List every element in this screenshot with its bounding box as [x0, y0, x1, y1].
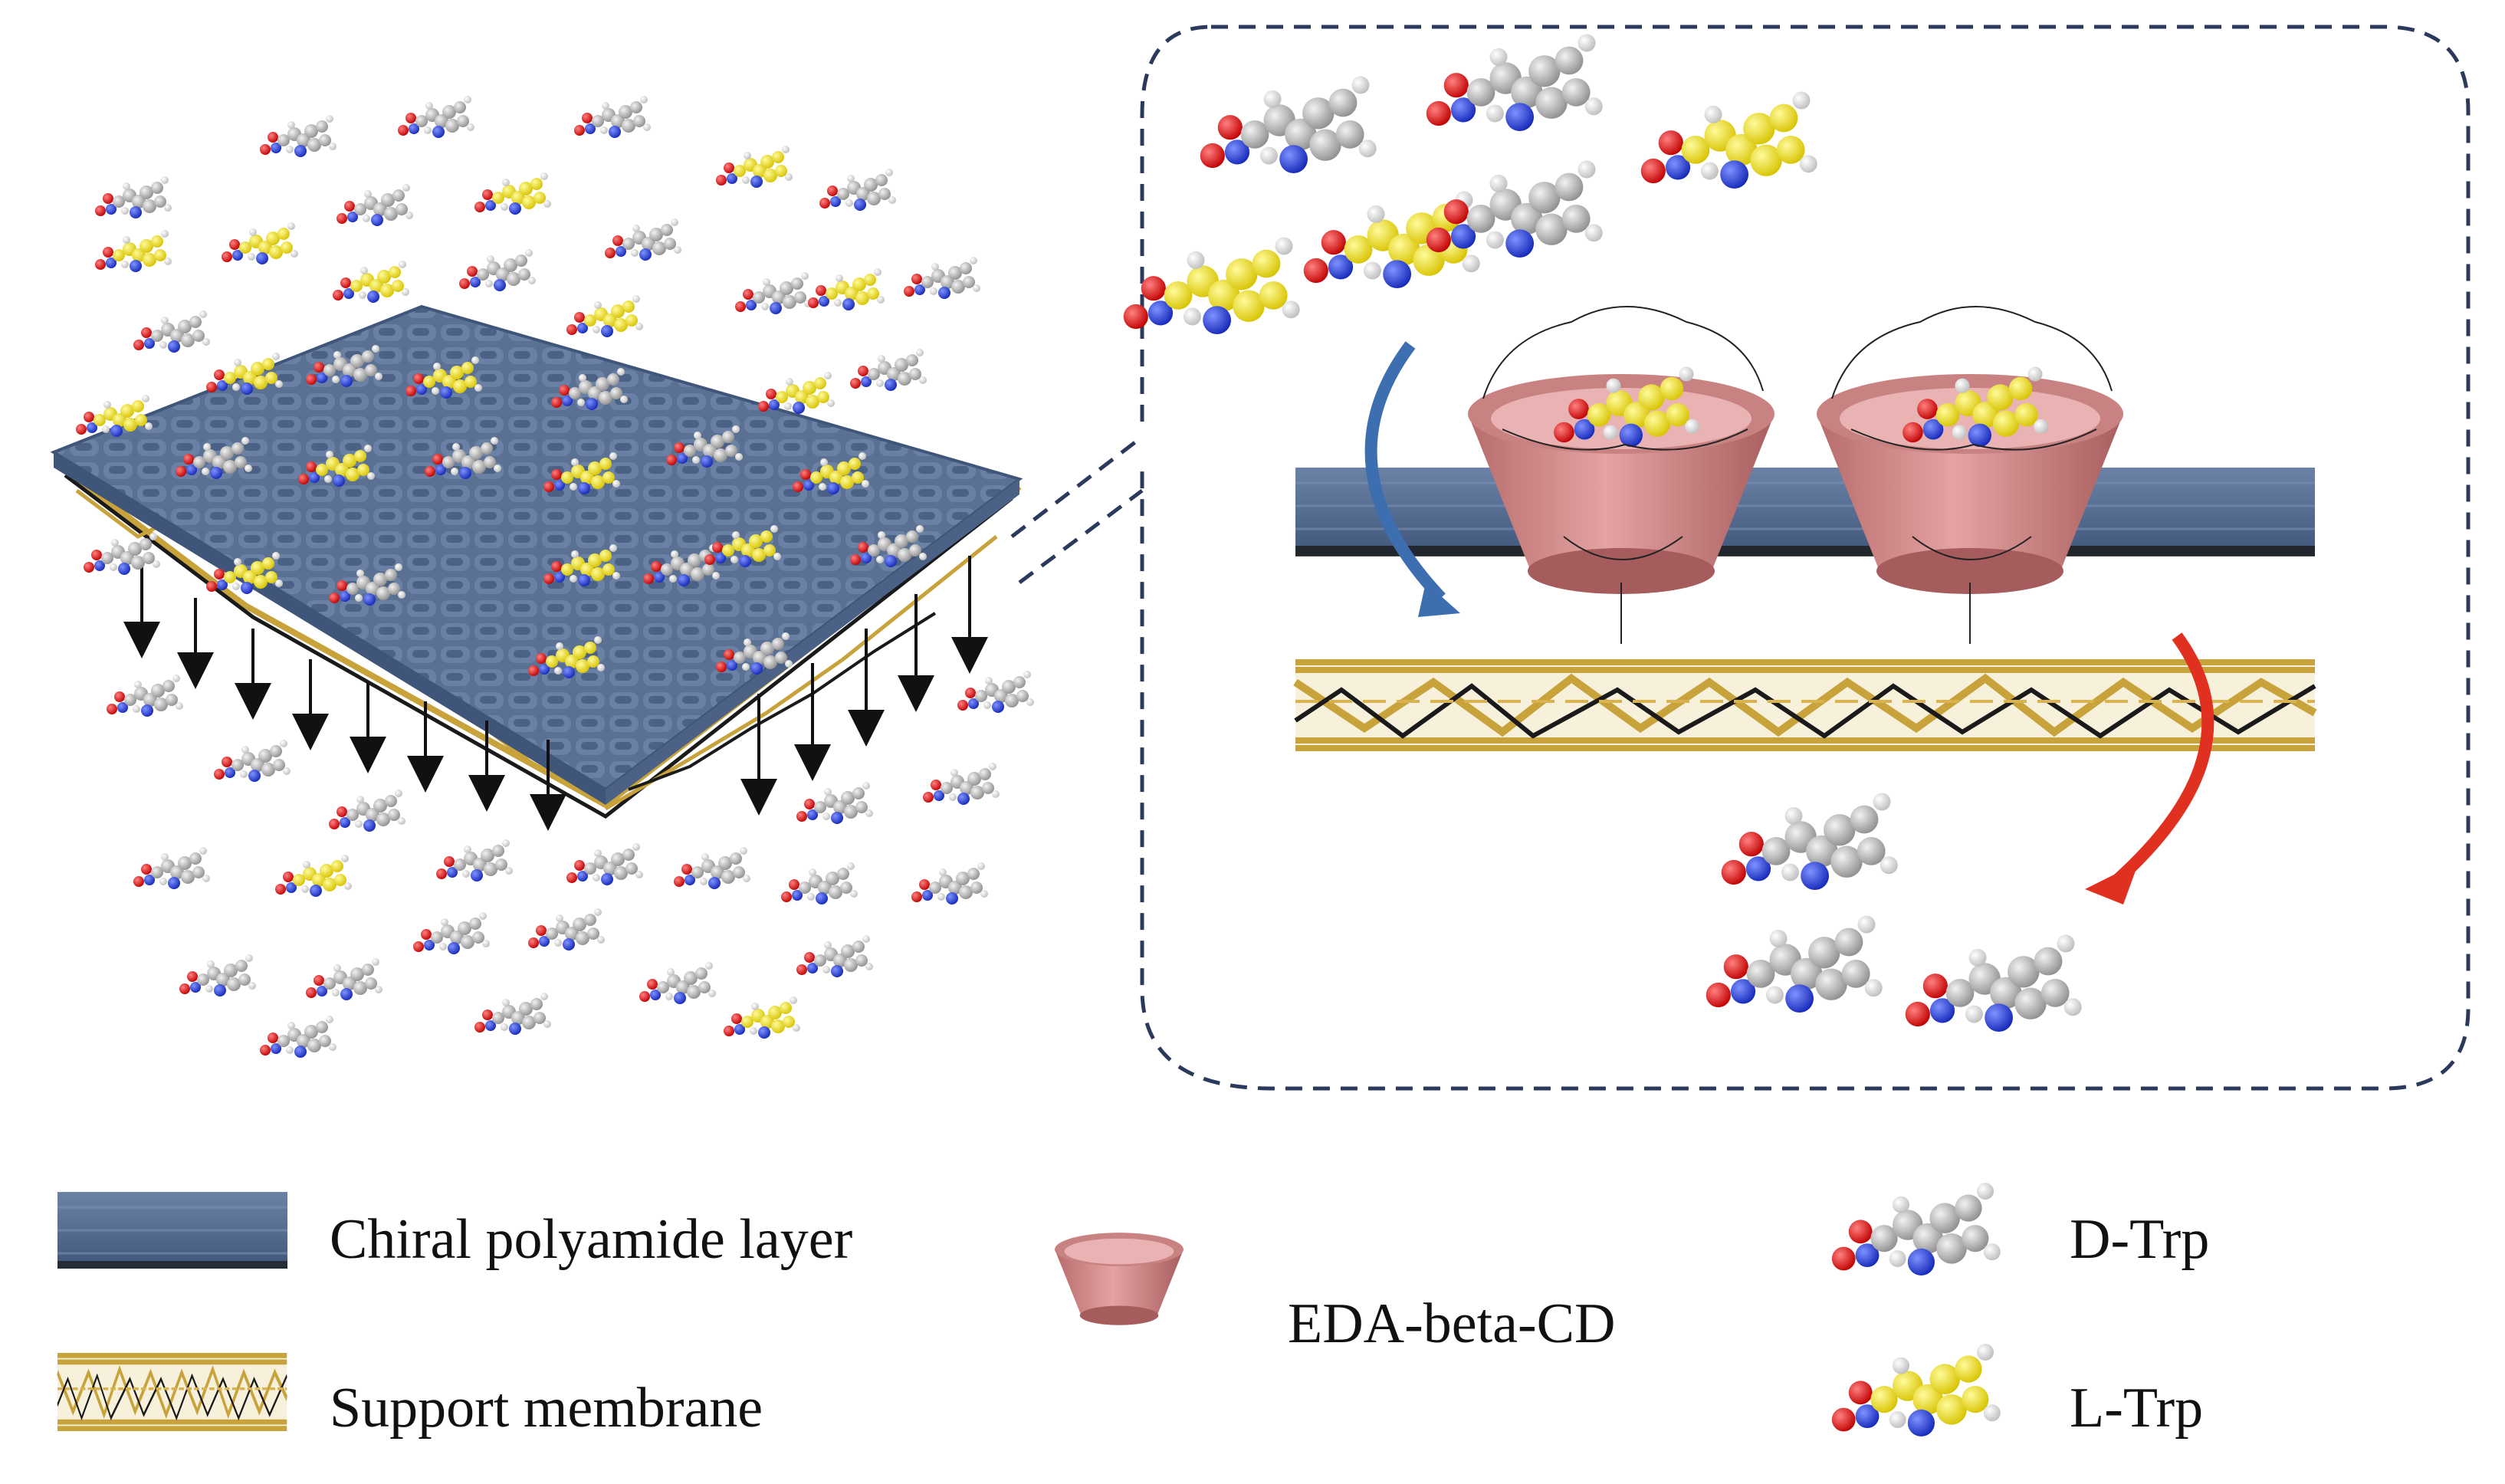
support-band — [1295, 659, 2315, 751]
cd-skeleton — [1482, 306, 2113, 644]
molecules-permeate — [1706, 793, 2082, 1032]
legend-l-trp-label: L-Trp — [2070, 1377, 2204, 1440]
cyclodextrin-cup-icon — [1055, 1233, 1184, 1325]
zoom-callout-lines — [1010, 435, 1144, 584]
legend-support-label: Support membrane — [330, 1377, 763, 1440]
legend-polyamide-label: Chiral polyamide layer — [330, 1208, 853, 1271]
support-membrane-icon — [57, 1353, 287, 1431]
legend — [57, 1183, 2001, 1436]
legend-d-trp-label: D-Trp — [2070, 1208, 2210, 1271]
polyamide-layer-icon — [57, 1192, 287, 1269]
d-trp-molecule-icon — [1831, 1183, 2001, 1276]
polyamide-band — [1295, 468, 2315, 556]
blue-curved-arrow — [1364, 341, 1446, 602]
l-trp-molecule-icon — [1831, 1344, 2001, 1436]
zoom-panel — [1123, 25, 2471, 1091]
legend-cd-label: EDA-beta-CD — [1288, 1292, 1616, 1355]
permeation-arrows — [123, 556, 988, 831]
red-curved-arrow — [2111, 632, 2214, 886]
membrane-sheet-3d — [50, 96, 1034, 1058]
molecules-feed — [1123, 34, 1817, 334]
